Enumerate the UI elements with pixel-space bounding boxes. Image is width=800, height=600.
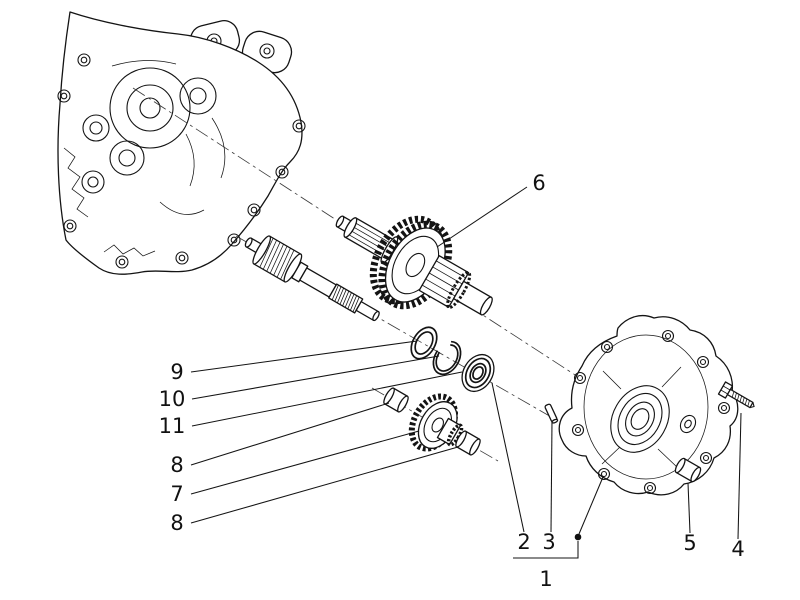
callout-1-dot [574, 533, 582, 541]
cover-ribs [601, 366, 682, 469]
callout-leader-8-4 [190, 402, 390, 466]
reduction-gear-assembly [335, 215, 493, 316]
callout-leader-6-0 [436, 186, 528, 248]
crankcase-outline [57, 11, 303, 275]
reduction-cover [558, 314, 739, 496]
callout-1-pointer-line [578, 476, 604, 535]
main-axis-line [132, 87, 661, 431]
callout-label-5-10: 5 [683, 531, 696, 555]
crankcase-bolt-holes [57, 53, 306, 269]
cover-inner-flange [583, 334, 709, 480]
callout-leader-7-5 [190, 430, 420, 495]
callout-label-3-8: 3 [542, 530, 555, 554]
callout-label-11-3: 11 [159, 414, 186, 438]
callout-leader-5-10 [687, 482, 691, 534]
pinion-teeth [259, 237, 295, 280]
cover-outline [558, 314, 739, 496]
idler-bushing-upper [383, 387, 409, 413]
callout-label-8-4: 8 [170, 453, 183, 477]
dowel-pin [544, 403, 559, 424]
circlip [432, 340, 462, 376]
crankcase-bearing-bosses [81, 67, 217, 194]
input-pinion-shaft [244, 235, 380, 322]
idler-gear [408, 393, 464, 452]
callout-label-10-2: 10 [159, 387, 186, 411]
shaft-thread-hatch [331, 284, 360, 313]
cover-plug [674, 457, 702, 483]
ball-bearing [461, 353, 495, 393]
callout-leader-4-11 [737, 412, 742, 540]
callout-label-6-0: 6 [532, 171, 545, 195]
callout-leader-1-9 [513, 541, 579, 559]
callout-1-pointer [574, 476, 604, 541]
bolt-thread-hatch [731, 391, 750, 407]
cover-hub [610, 385, 670, 453]
crankcase-ribs [63, 60, 226, 257]
shim-washer [410, 326, 438, 360]
cover-bolt-holes [571, 329, 731, 495]
callout-leader-11-3 [191, 371, 463, 427]
callout-leader-3-8 [550, 420, 553, 533]
crankcase [57, 11, 306, 275]
callout-leader-8-6 [190, 446, 459, 524]
callout-leader-2-7 [491, 382, 525, 533]
callout-leader-10-2 [191, 355, 440, 400]
callout-leader-9-1 [190, 340, 418, 373]
idler-bushing-lower [455, 430, 481, 456]
callout-label-4-11: 4 [731, 537, 744, 561]
callout-label-1-9: 1 [539, 567, 552, 591]
callout-label-2-7: 2 [517, 530, 530, 554]
callout-label-8-6: 8 [170, 511, 183, 535]
callout-label-9-1: 9 [170, 360, 183, 384]
callout-label-7-5: 7 [170, 482, 183, 506]
cover-bolt [717, 381, 755, 409]
cover-plug-boss [679, 414, 697, 434]
